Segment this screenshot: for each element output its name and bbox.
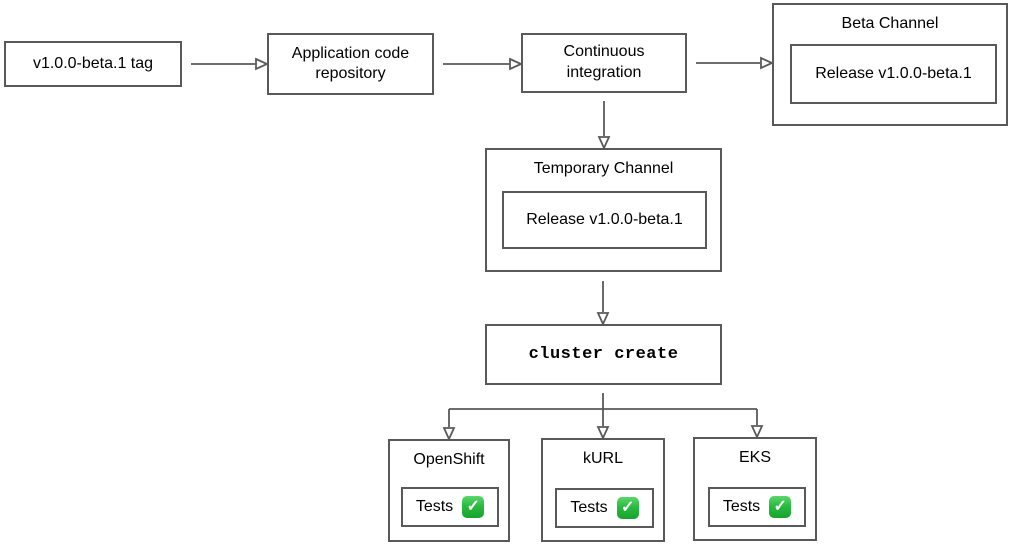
node-version-tag: v1.0.0-beta.1 tag — [4, 41, 182, 87]
arrow-ci-to-beta-channel — [688, 56, 775, 70]
node-continuous-integration-label: Continuous integration — [563, 43, 645, 81]
arrow-cluster-create-branch — [442, 385, 764, 442]
node-cluster-kurl: kURL Tests ✓ — [541, 438, 665, 542]
node-continuous-integration: Continuous integration — [521, 33, 687, 93]
node-cluster-openshift-title: OpenShift — [413, 451, 485, 468]
node-temporary-channel: Temporary Channel Release v1.0.0-beta.1 — [485, 148, 722, 272]
arrow-repo-to-ci — [435, 57, 524, 71]
node-cluster-eks: EKS Tests ✓ — [693, 437, 817, 541]
tests-label: Tests — [570, 499, 608, 516]
node-cluster-kurl-title: kURL — [582, 450, 623, 467]
check-mark-icon: ✓ — [769, 496, 792, 518]
node-temporary-channel-release: Release v1.0.0-beta.1 — [502, 191, 707, 249]
node-temporary-channel-title: Temporary Channel — [533, 160, 674, 177]
node-cluster-create-command-label: cluster create — [528, 344, 679, 364]
node-application-code-repository: Application code repository — [267, 33, 434, 95]
node-beta-channel-title: Beta Channel — [841, 15, 939, 32]
tests-label: Tests — [722, 498, 761, 515]
node-version-tag-label: v1.0.0-beta.1 tag — [32, 55, 154, 72]
tests-label: Tests — [415, 498, 454, 515]
node-beta-channel-release: Release v1.0.0-beta.1 — [790, 44, 997, 104]
check-mark-icon: ✓ — [616, 497, 639, 519]
check-mark-icon: ✓ — [462, 496, 485, 518]
node-cluster-kurl-tests: Tests ✓ — [555, 488, 654, 528]
node-application-code-repository-label: Application code repository — [291, 45, 410, 82]
arrow-ci-to-temporary-channel — [597, 93, 611, 151]
node-temporary-channel-release-label: Release v1.0.0-beta.1 — [526, 211, 683, 228]
node-cluster-openshift: OpenShift Tests ✓ — [388, 439, 510, 542]
arrow-temporary-channel-to-cluster-create — [596, 273, 610, 327]
node-cluster-eks-tests: Tests ✓ — [708, 487, 806, 527]
node-beta-channel: Beta Channel Release v1.0.0-beta.1 — [772, 3, 1008, 126]
arrow-tag-to-repo — [183, 57, 270, 71]
node-cluster-eks-title: EKS — [738, 449, 771, 466]
node-cluster-openshift-tests: Tests ✓ — [401, 487, 499, 527]
node-beta-channel-release-label: Release v1.0.0-beta.1 — [815, 65, 972, 82]
node-cluster-create-command: cluster create — [485, 324, 722, 385]
